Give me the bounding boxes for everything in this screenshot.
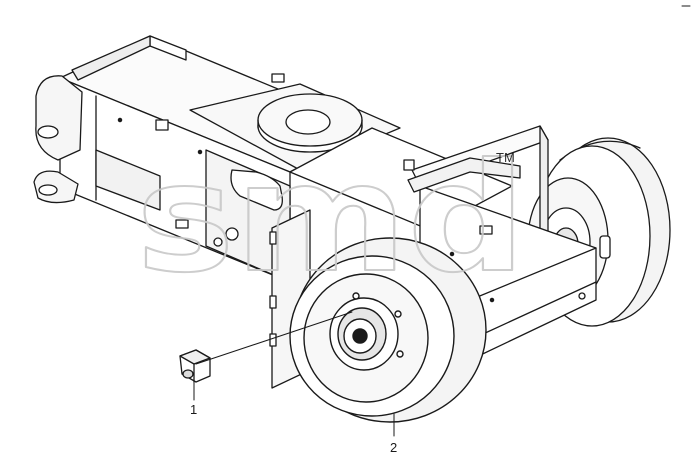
- frame: [33, 35, 597, 389]
- nut: [179, 349, 211, 383]
- callout-1: 1: [190, 402, 197, 417]
- watermark-text: smd: [136, 132, 526, 306]
- callout-2: 2: [390, 440, 397, 455]
- watermark: smd TM: [135, 131, 527, 307]
- front-wheel: [289, 237, 487, 423]
- watermark-mark: TM: [496, 150, 515, 165]
- callout-labels: 1 2: [190, 402, 397, 455]
- leader-lines: [193, 311, 395, 437]
